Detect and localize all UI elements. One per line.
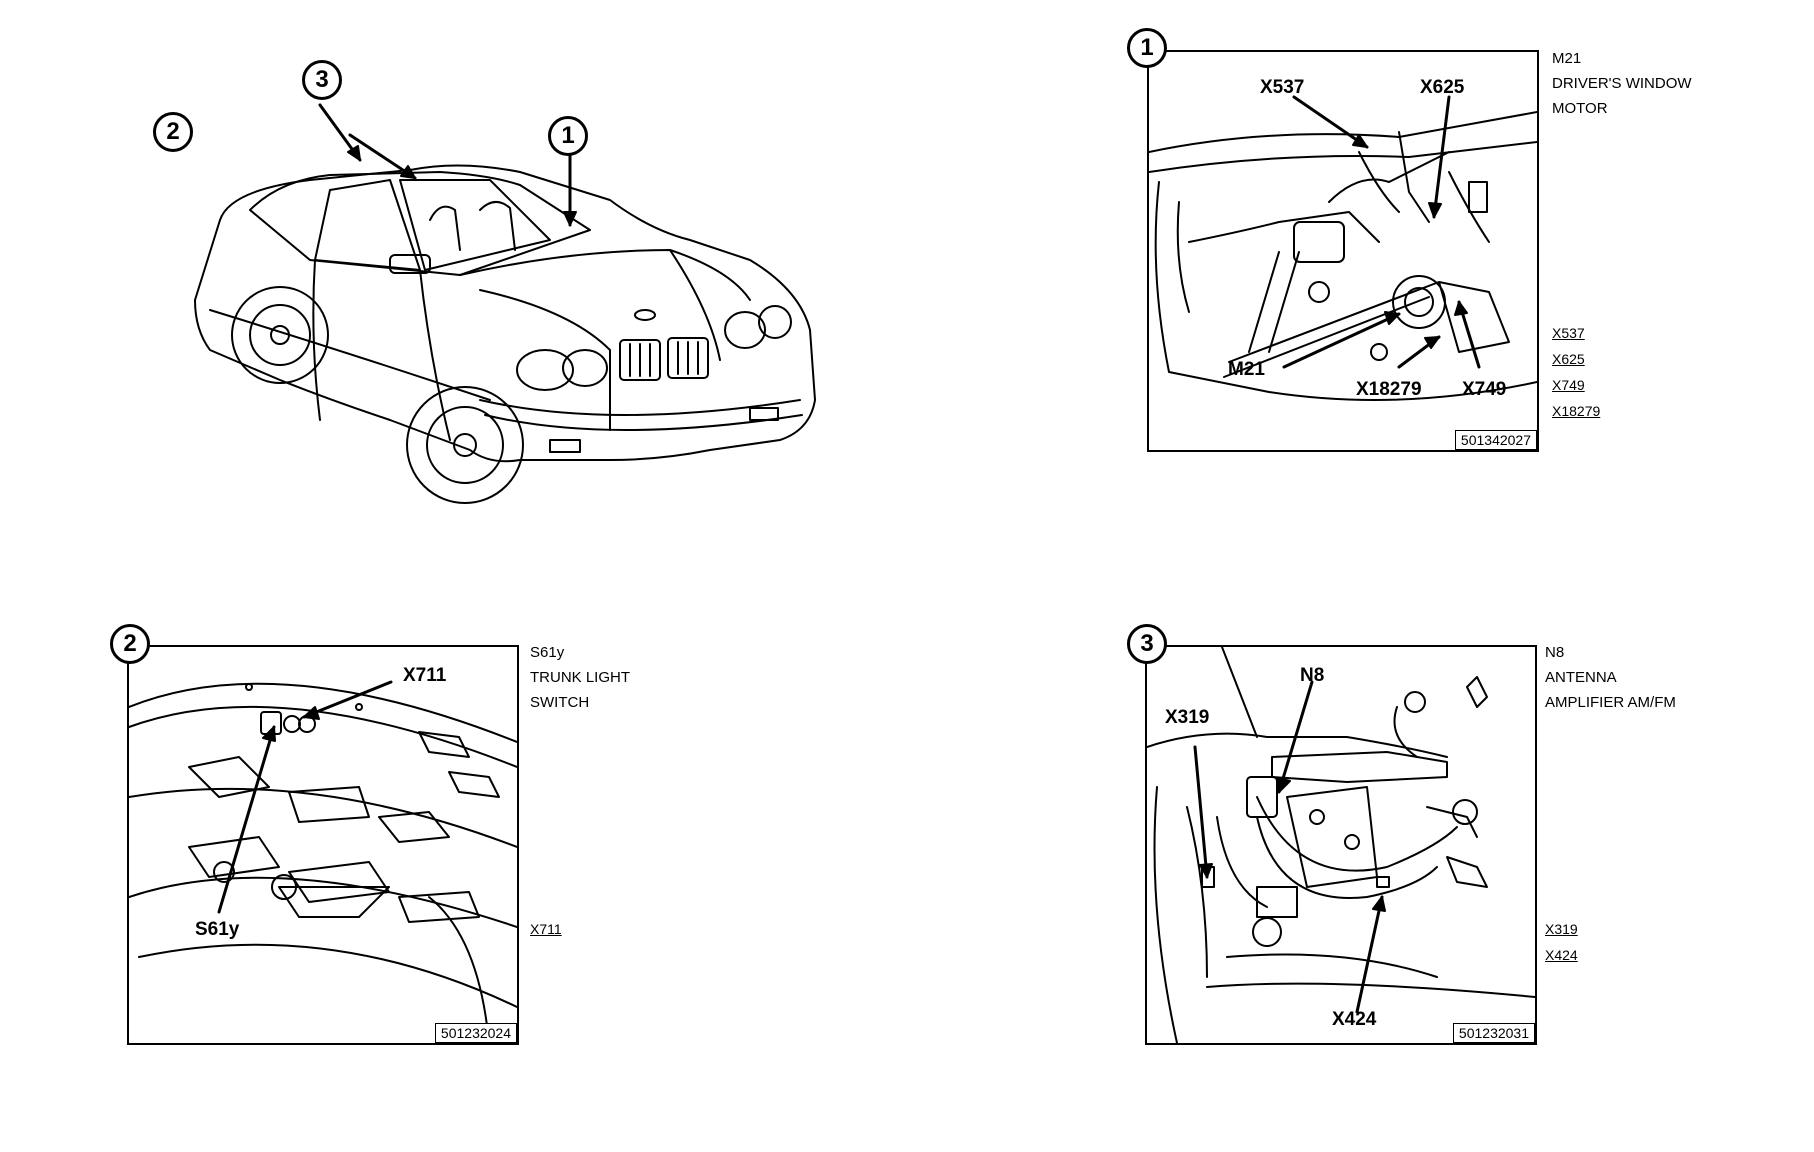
ref-x537[interactable]: X537 [1552, 325, 1585, 341]
panel-1-marker[interactable]: 1 [1127, 28, 1167, 68]
detail-panel-3: 501232031 [1145, 645, 1537, 1045]
antenna-amplifier-drawing [1147, 647, 1535, 1043]
ref-x319[interactable]: X319 [1545, 921, 1578, 937]
detail-panel-2: 501232024 [127, 645, 519, 1045]
callout-x711[interactable]: X711 [403, 665, 447, 686]
image-number: 501232024 [434, 1023, 517, 1043]
ref-x625[interactable]: X625 [1552, 351, 1585, 367]
ref-x18279[interactable]: X18279 [1552, 403, 1601, 419]
panel-3-connector-list: X319 X424 [1545, 921, 1578, 973]
panel-1-description: M21 DRIVER'S WINDOW MOTOR [1552, 50, 1692, 117]
image-number: 501342027 [1454, 430, 1537, 450]
callout-x319[interactable]: X319 [1165, 707, 1210, 728]
panel-3-marker[interactable]: 3 [1127, 624, 1167, 664]
overview-marker-1[interactable]: 1 [548, 116, 588, 156]
ref-x749[interactable]: X749 [1552, 377, 1585, 393]
callout-x625[interactable]: X625 [1420, 77, 1465, 98]
overview-marker-2[interactable]: 2 [153, 112, 193, 152]
panel-1-connector-list: X537 X625 X749 X18279 [1552, 325, 1600, 429]
detail-panel-1: 501342027 [1147, 50, 1539, 452]
panel-2-connector-list: X711 [530, 921, 562, 947]
trunk-lid-drawing [129, 680, 517, 1043]
callout-s61y[interactable]: S61y [195, 919, 240, 940]
image-number: 501232031 [1452, 1023, 1535, 1043]
window-motor-drawing [1149, 95, 1537, 401]
callout-x424[interactable]: X424 [1332, 1009, 1377, 1030]
callout-x749[interactable]: X749 [1462, 379, 1507, 400]
panel-3-description: N8 ANTENNA AMPLIFIER AM/FM [1545, 644, 1676, 711]
callout-m21[interactable]: M21 [1228, 359, 1265, 380]
car-overview-drawing [194, 103, 816, 504]
overview-marker-3[interactable]: 3 [302, 60, 342, 100]
panel-2-marker[interactable]: 2 [110, 624, 150, 664]
ref-x711[interactable]: X711 [530, 921, 562, 937]
panel-2-description: S61y TRUNK LIGHT SWITCH [530, 644, 631, 711]
callout-x537[interactable]: X537 [1260, 77, 1305, 98]
ref-x424[interactable]: X424 [1545, 947, 1578, 963]
callout-x18279[interactable]: X18279 [1356, 379, 1422, 400]
callout-n8[interactable]: N8 [1300, 665, 1325, 686]
